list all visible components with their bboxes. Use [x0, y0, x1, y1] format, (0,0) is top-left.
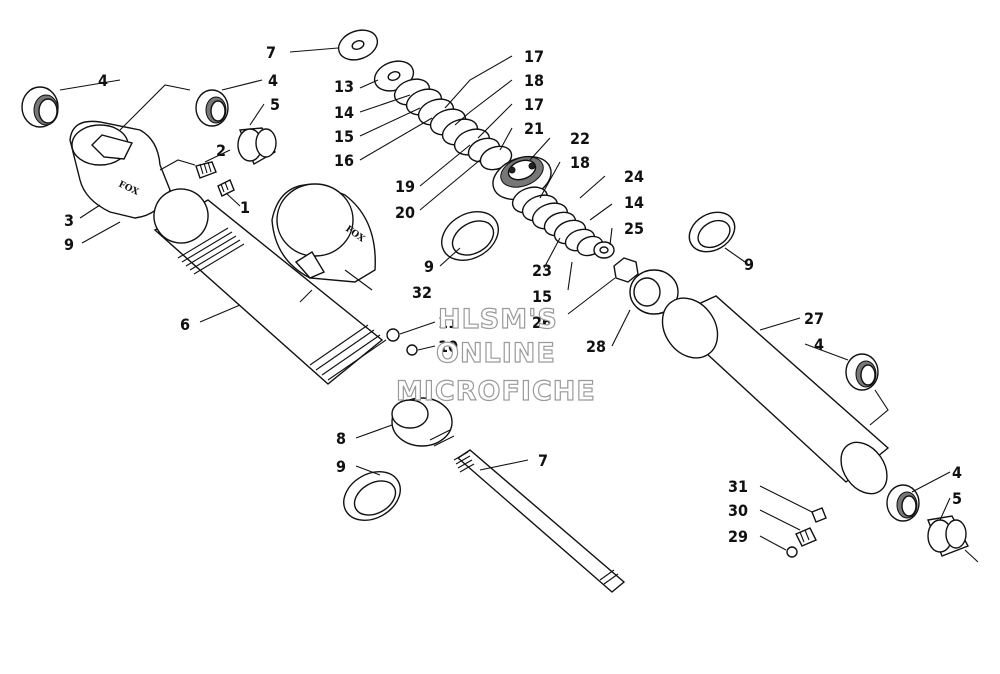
- callout-21: 21: [524, 119, 544, 138]
- part-12-washer: [337, 29, 379, 61]
- callout-27: 27: [804, 309, 824, 328]
- callout-14-b: 14: [624, 193, 644, 212]
- shim-stack-lower: [511, 186, 604, 257]
- callout-32: 32: [412, 283, 432, 302]
- part-25-washer: [593, 241, 615, 259]
- callout-4-right-lower: 4: [952, 463, 962, 482]
- watermark-line-3: MICROFICHE: [396, 376, 596, 407]
- part-3-upper-eye: FOX: [69, 120, 171, 219]
- callout-7: 7: [538, 451, 548, 470]
- part-27-reservoir: [661, 295, 890, 495]
- callout-9-left: 9: [64, 235, 74, 254]
- callout-29: 29: [728, 527, 748, 546]
- part-4-bushing-right-upper: [845, 353, 879, 391]
- callout-23: 23: [532, 261, 552, 280]
- callout-8: 8: [336, 429, 346, 448]
- callout-15-b: 15: [532, 287, 552, 306]
- part-9-ring-lower-left: [343, 471, 401, 521]
- watermark-line-1: HLSM'S: [438, 304, 558, 335]
- part-9-ring-right: [688, 211, 736, 253]
- part-9-ring-center: [441, 211, 499, 261]
- part-1-fitting: [217, 179, 235, 197]
- callout-19: 19: [395, 177, 415, 196]
- watermark: HLSM'S ONLINE MICROFICHE: [395, 303, 596, 407]
- callout-6: 6: [180, 315, 190, 334]
- part-8-lower-eye: [391, 397, 455, 447]
- part-29-ball: [786, 546, 798, 558]
- part-4-bushing-left: [21, 86, 59, 128]
- callout-15-a: 15: [334, 127, 354, 146]
- part-28-bearing: [629, 269, 679, 315]
- callout-10: 10: [438, 337, 458, 356]
- callout-12: 7: [266, 43, 276, 62]
- leader-bracket: [119, 84, 191, 131]
- callout-17-b: 17: [524, 95, 544, 114]
- part-26-nut: [613, 257, 639, 283]
- callout-14-a: 14: [334, 103, 354, 122]
- callout-16: 16: [334, 151, 354, 170]
- leader-lines: [59, 47, 951, 551]
- callout-18-a: 18: [524, 71, 544, 90]
- part-6-shock-body: [153, 188, 387, 385]
- callout-20: 20: [395, 203, 415, 222]
- part-4-bushing-upper: [195, 89, 229, 127]
- callout-9-lower: 9: [336, 457, 346, 476]
- callout-11: 11: [438, 313, 458, 332]
- part-7-shaft: [453, 449, 626, 593]
- callout-13: 13: [334, 77, 354, 96]
- part-5-sleeve-right: [927, 515, 979, 563]
- callout-4-right-upper: 4: [814, 335, 824, 354]
- callout-30: 30: [728, 501, 748, 520]
- part-2-fitting: [195, 161, 217, 179]
- callout-17-a: 17: [524, 47, 544, 66]
- callout-31: 31: [728, 477, 748, 496]
- callout-1: 1: [240, 198, 250, 217]
- callout-4-left: 4: [98, 71, 108, 90]
- callout-9-center: 9: [424, 257, 434, 276]
- part-5-sleeve-upper: [237, 127, 277, 166]
- part-30-valve: [795, 527, 817, 547]
- callout-28: 28: [586, 337, 606, 356]
- part-11-ball: [386, 328, 400, 342]
- callout-5-right: 5: [952, 489, 962, 508]
- callout-2: 2: [216, 141, 226, 160]
- watermark-line-2: ONLINE: [436, 338, 556, 369]
- callout-22: 22: [570, 129, 590, 148]
- callout-9-right: 9: [744, 255, 754, 274]
- part-31-plug: [811, 507, 827, 523]
- shim-stack-upper: [393, 78, 513, 171]
- callout-24: 24: [624, 167, 644, 186]
- part-4-bushing-right-lower: [886, 484, 920, 522]
- callout-3: 3: [64, 211, 74, 230]
- callout-4-upper: 4: [268, 71, 278, 90]
- callout-26: 26: [532, 313, 552, 332]
- callout-5-upper: 5: [270, 95, 280, 114]
- callout-25: 25: [624, 219, 644, 238]
- leader-right-bracket: [869, 389, 889, 426]
- leader-bracket-2: [159, 159, 196, 171]
- callout-18-b: 18: [570, 153, 590, 172]
- part-32-cap: FOX: [271, 183, 376, 303]
- part-10-ball: [406, 344, 418, 356]
